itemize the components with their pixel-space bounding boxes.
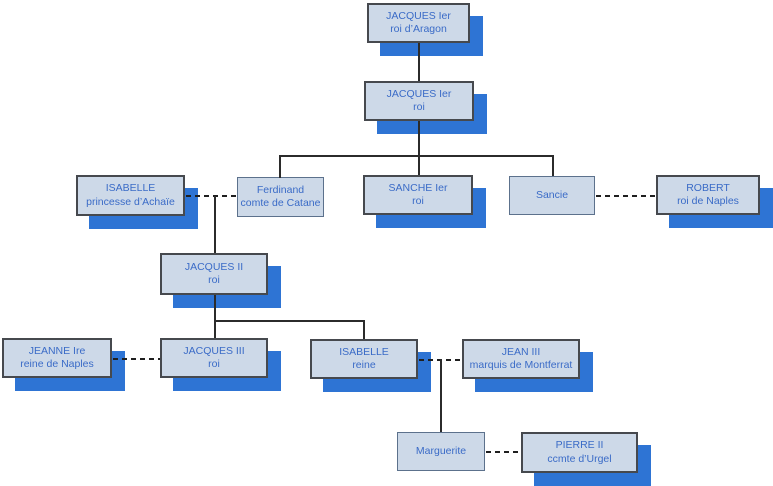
- person-node-pierre-ii: PIERRE II ccmte d’Urgel: [521, 432, 638, 473]
- person-name: PIERRE II: [555, 439, 604, 451]
- drop-line-sancie: [552, 155, 554, 176]
- marriage-dash-jeanne-jacques3: [113, 358, 160, 360]
- person-name: ISABELLE: [339, 345, 389, 358]
- person-node-robert: ROBERT roi de Naples: [656, 175, 760, 215]
- marriage-dash-isabelle-ferdinand: [186, 195, 237, 197]
- person-node-jacques-ier-aragon: JACQUES Ier roi d’Aragon: [367, 3, 470, 43]
- person-name: JACQUES Ier: [386, 9, 451, 22]
- drop-line-sanche: [418, 155, 420, 175]
- person-node-jacques-ier-roi: JACQUES Ier roi: [364, 81, 474, 121]
- child-line-to-marguerite: [440, 359, 442, 432]
- person-name: JEANNE Ire: [28, 344, 86, 357]
- person-name: SANCHE Ier: [388, 181, 448, 194]
- drop-line-isabelle-reine: [363, 320, 365, 339]
- person-title: roi: [413, 101, 425, 113]
- child-line-to-jacques2: [214, 196, 216, 253]
- person-name: Sancie: [535, 188, 569, 201]
- person-name: JEAN III: [501, 345, 541, 358]
- person-name: Marguerite: [415, 444, 467, 457]
- person-name: JACQUES III: [183, 344, 245, 357]
- person-title: roi: [208, 274, 220, 286]
- person-node-jeanne-ire: JEANNE Ire reine de Naples: [2, 338, 112, 378]
- person-node-isabelle-achaie: ISABELLE princesse d’Achaïe: [76, 175, 185, 216]
- person-node-sanche-ier: SANCHE Ier roi: [363, 175, 473, 215]
- person-node-ferdinand: Ferdinand comte de Catane: [237, 177, 324, 217]
- person-node-isabelle-reine: ISABELLE reine: [310, 339, 418, 379]
- person-title: comte de Catane: [240, 197, 321, 209]
- person-node-sancie: Sancie: [509, 176, 595, 215]
- person-name: JACQUES Ier: [386, 87, 452, 100]
- person-title: roi de Naples: [677, 195, 739, 207]
- person-node-jacques-iii: JACQUES III roi: [160, 338, 268, 378]
- descent-line-jacques1roi-down: [418, 121, 420, 155]
- person-name: Ferdinand: [256, 183, 305, 196]
- person-title: ccmte d’Urgel: [547, 452, 612, 465]
- person-name: JACQUES II: [184, 260, 244, 273]
- marriage-dash-sancie-robert: [596, 195, 656, 197]
- siblings-bar-row5: [214, 320, 365, 322]
- person-title: marquis de Montferrat: [469, 359, 573, 371]
- person-title: roi: [208, 358, 220, 370]
- person-title: roi d’Aragon: [390, 23, 447, 35]
- person-node-jacques-ii: JACQUES II roi: [160, 253, 268, 295]
- person-title: reine: [352, 359, 376, 371]
- descent-line-jacques1aragon-to-jacques1roi: [418, 43, 420, 81]
- person-node-marguerite: Marguerite: [397, 432, 485, 471]
- person-name: ISABELLE: [105, 182, 156, 194]
- person-title: roi: [412, 195, 424, 207]
- siblings-bar-row3: [279, 155, 554, 157]
- person-title: princesse d’Achaïe: [86, 195, 175, 208]
- person-node-jean-iii: JEAN III marquis de Montferrat: [462, 339, 580, 379]
- descent-line-jacques2-down: [214, 295, 216, 338]
- person-name: ROBERT: [686, 181, 730, 194]
- marriage-dash-marguerite-pierre2: [486, 451, 521, 453]
- person-title: reine de Naples: [20, 358, 94, 370]
- drop-line-ferdinand: [279, 155, 281, 178]
